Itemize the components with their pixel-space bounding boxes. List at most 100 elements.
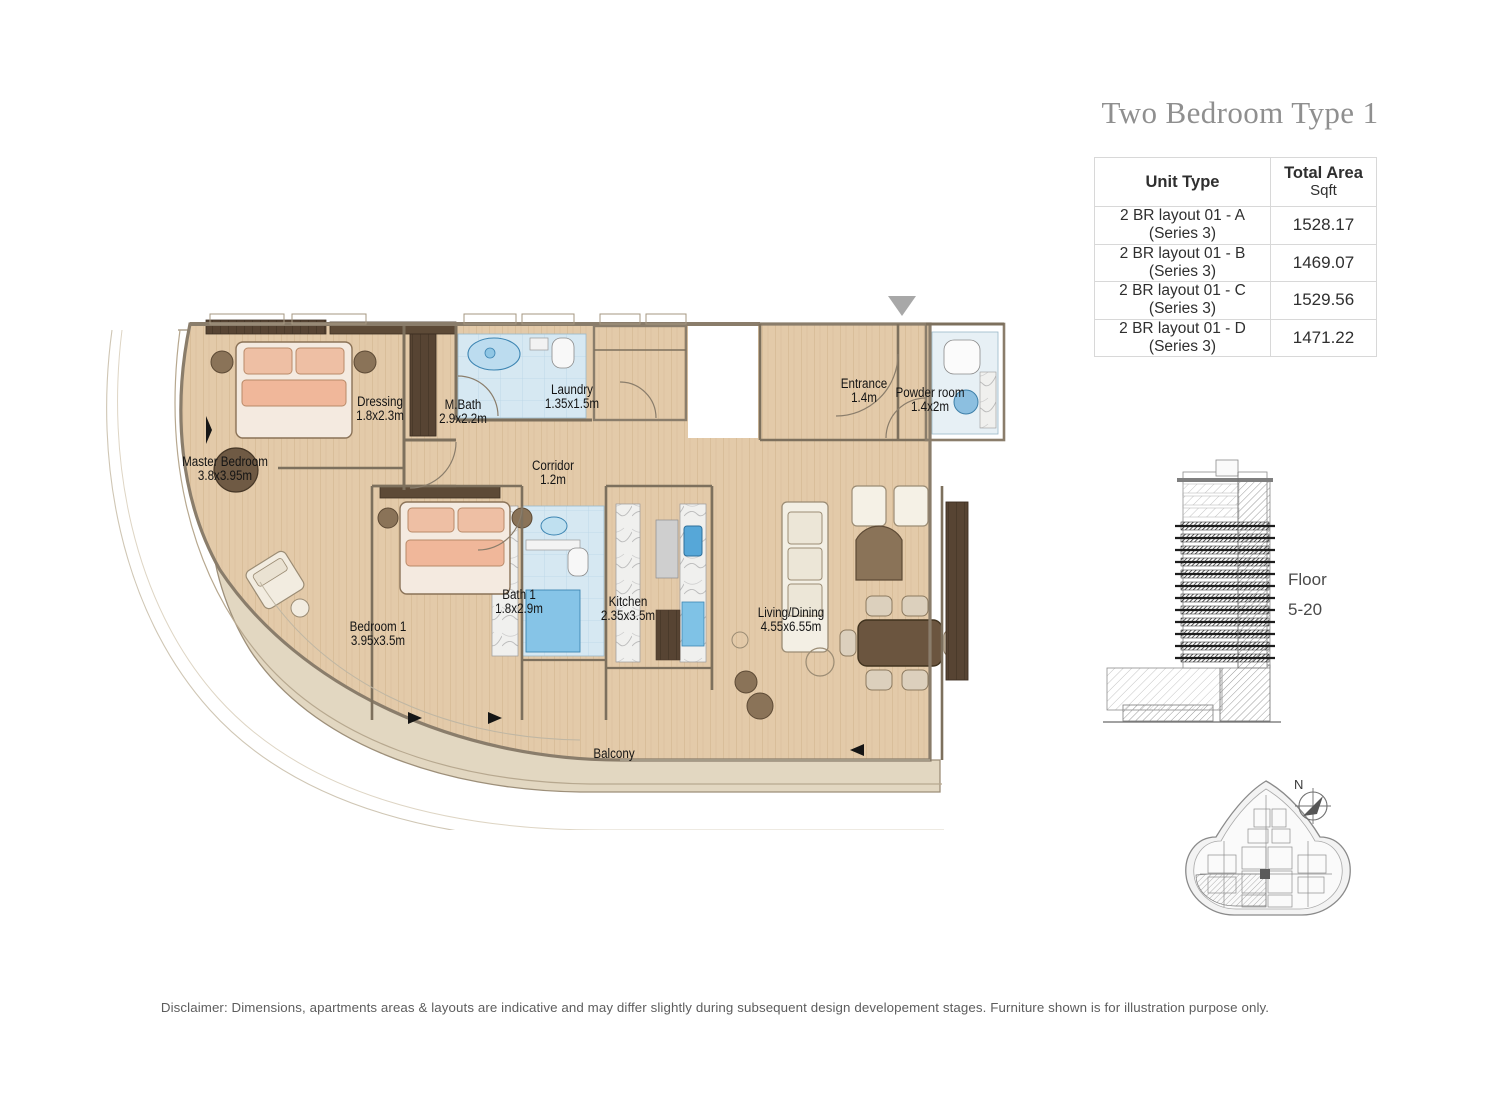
balcony-glazing [259, 581, 930, 761]
room-name: Powder room [895, 385, 965, 400]
table-row: 2 BR layout 01 - B(Series 3)1469.07 [1094, 243, 1377, 283]
bedroom1-door-swing [477, 505, 523, 551]
table-row: 2 BR layout 01 - C(Series 3)1529.56 [1094, 281, 1377, 320]
table-row: 2 BR layout 01 - D(Series 3)1471.22 [1094, 318, 1377, 358]
north-compass-icon [1290, 780, 1336, 826]
kitchen-hob [655, 519, 679, 579]
building-elevation-illustration [1095, 450, 1395, 740]
living-sofa-cushions [787, 511, 823, 617]
room-dimensions: 4.55x6.55m [760, 619, 822, 635]
header-total-area: Total Area Sqft [1270, 157, 1377, 207]
keyplan-partitions [1200, 795, 1332, 908]
master-round-table [213, 447, 259, 493]
room-name: Bedroom 1 [349, 619, 407, 634]
disclaimer-text: Disclaimer: Dimensions, apartments areas… [160, 1000, 1270, 1015]
tower [1175, 459, 1275, 669]
unit-type-series: (Series 3) [1148, 262, 1217, 280]
direction-arrows [206, 416, 864, 756]
cell-total-area: 1471.22 [1270, 318, 1377, 358]
room-dimensions: 1.4m [851, 390, 877, 406]
powder-basin [953, 389, 979, 415]
cell-unit-type: 2 BR layout 01 - B(Series 3) [1094, 243, 1271, 283]
master-nightstand-left [210, 350, 234, 374]
dining-chairs [839, 595, 961, 691]
unit-area-table: Unit Type Total Area Sqft 2 BR layout 01… [1094, 157, 1377, 358]
armchair-right [893, 485, 929, 527]
shaft-void [688, 326, 758, 438]
powder-counter [979, 371, 997, 429]
room-name: Dressing [357, 394, 403, 409]
floor-range-label: Floor 5-20 [1288, 565, 1327, 625]
room-name: Entrance [840, 376, 888, 391]
laundry-door-swing [619, 381, 657, 419]
room-name: Living/Dining [757, 605, 825, 620]
unit-type-series: (Series 3) [1148, 337, 1217, 355]
arrow-bath [488, 712, 502, 724]
unit-type-name: 2 BR layout 01 - C [1119, 282, 1246, 300]
planter-a [734, 670, 758, 694]
planter-b [746, 692, 774, 720]
dressing-door-swing [409, 441, 457, 489]
floor-plan-drawing [60, 290, 1020, 843]
cell-unit-type: 2 BR layout 01 - A(Series 3) [1094, 206, 1271, 245]
bath1-shower [525, 589, 581, 653]
arrow-bedroom1 [408, 712, 422, 724]
header-unit-type: Unit Type [1094, 157, 1271, 207]
bedroom1-throw [405, 539, 505, 567]
arrow-master [206, 416, 212, 444]
cell-total-area: 1469.07 [1270, 243, 1377, 283]
bath1-wc [567, 547, 589, 577]
room-dimensions: 1.35x1.5m [544, 396, 600, 412]
room-name: Bath 1 [502, 587, 536, 602]
mbath-door-swing [457, 375, 499, 417]
master-pillow-left [243, 347, 293, 375]
living-tv-feature-wall [945, 501, 969, 681]
dressing-wardrobe [409, 333, 437, 437]
floor-numbers: 5-20 [1288, 599, 1323, 619]
room-label: Balcony [554, 746, 674, 761]
table-header-row: Unit Type Total Area Sqft [1094, 157, 1377, 207]
accent-chair [855, 525, 903, 581]
powder-wc [943, 339, 981, 375]
doors [409, 353, 927, 551]
unit-type-name: 2 BR layout 01 - A [1120, 207, 1245, 224]
room-name: Master Bedroom [182, 454, 268, 469]
floor-plan-svg [106, 296, 1006, 843]
furniture [205, 319, 969, 720]
bedroom1-headboard [379, 485, 501, 499]
room-dimensions: 1.8x2.9m [495, 601, 543, 617]
room-dimensions: 1.4x2m [910, 399, 950, 415]
kitchen-counter-left [615, 503, 641, 663]
cell-unit-type: 2 BR layout 01 - C(Series 3) [1094, 281, 1271, 320]
powder-door-swing [885, 397, 927, 439]
unit-type-series: (Series 3) [1148, 300, 1217, 318]
arrow-living [850, 744, 864, 756]
mbath-tub-drain [484, 347, 496, 359]
room-dimensions: 3.8x3.95m [197, 468, 253, 484]
master-pillow-right [295, 347, 345, 375]
bedroom1-pillow-left [407, 507, 455, 533]
mbath-wc [551, 337, 575, 369]
table-row: 2 BR layout 01 - A(Series 3)1528.17 [1094, 206, 1377, 245]
armchair-left [851, 485, 887, 527]
header-total-area-unit: Sqft [1310, 181, 1337, 199]
top-windows [209, 313, 687, 325]
key-plan-illustration [1180, 775, 1355, 925]
cell-unit-type: 2 BR layout 01 - D(Series 3) [1094, 318, 1271, 358]
room-dimensions: 2.9x2.2m [439, 411, 487, 427]
bedroom1-nightstand-left [377, 507, 399, 529]
room-dimensions: 1.8x2.3m [356, 408, 404, 424]
room-name: Kitchen [608, 594, 648, 609]
room-dimensions: 3.95x3.5m [350, 633, 406, 649]
north-letter-label: N [1294, 777, 1304, 792]
floor-word: Floor [1288, 570, 1327, 589]
cell-total-area: 1529.56 [1270, 281, 1377, 320]
unit-type-series: (Series 3) [1148, 225, 1217, 243]
